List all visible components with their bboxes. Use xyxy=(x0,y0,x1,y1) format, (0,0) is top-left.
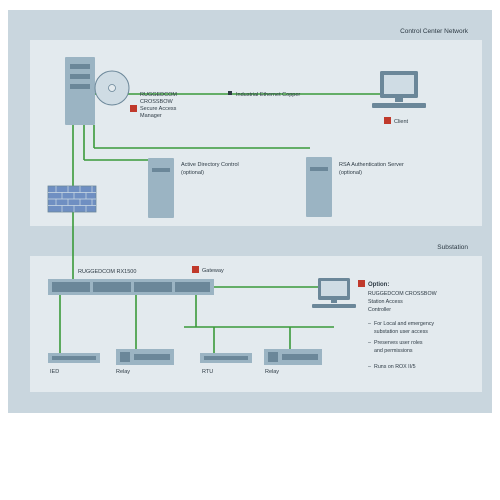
rx1500-switch xyxy=(48,279,214,295)
switch-module xyxy=(52,282,90,292)
bullet-dash: – xyxy=(368,364,371,370)
option-title: Option: xyxy=(368,282,389,288)
relay-device-1 xyxy=(116,349,174,365)
bullet-dash: – xyxy=(368,340,371,346)
substation-title: Substation xyxy=(437,244,468,251)
server-detail xyxy=(70,84,90,89)
gateway-label: Gateway xyxy=(202,268,224,274)
ad-server-bay xyxy=(152,168,170,172)
bullet-line: For Local and emergency xyxy=(374,321,434,327)
relay-ports xyxy=(282,354,318,360)
switch-module xyxy=(134,282,172,292)
relay-window xyxy=(268,352,278,362)
server-label-line: Secure Access xyxy=(140,106,177,112)
client-computer xyxy=(372,71,426,108)
client-keyboard xyxy=(372,103,426,108)
option-line: Controller xyxy=(368,307,391,313)
bullet-dash: – xyxy=(368,321,371,327)
ad-label-line: (optional) xyxy=(181,170,204,176)
person-badge-icon xyxy=(192,266,199,273)
ad-label-line: Active Directory Control xyxy=(181,162,239,168)
server-label: RUGGEDCOM CROSSBOW Secure Access Manager xyxy=(130,92,177,119)
substation-panel xyxy=(30,256,482,392)
server-detail xyxy=(70,64,90,69)
option-line: Station Access xyxy=(368,299,403,305)
relay-ports xyxy=(134,354,170,360)
connection-lines xyxy=(59,93,380,353)
client-label: Client xyxy=(394,119,409,125)
station-keyboard xyxy=(312,304,356,308)
bullet-line: Preserves user roles xyxy=(374,340,423,346)
switch-module xyxy=(175,282,210,292)
server-label-line: CROSSBOW xyxy=(140,99,174,105)
client-stand xyxy=(395,98,403,102)
ied-ports xyxy=(52,356,96,360)
ethernet-label: Industrial Ethernet Copper xyxy=(236,92,300,98)
station-computer xyxy=(312,278,356,308)
crossbow-server xyxy=(65,57,130,125)
device-label-ied: IED xyxy=(50,369,59,375)
person-badge-icon xyxy=(384,117,391,124)
bullet-line: and permissions xyxy=(374,348,413,354)
rtu-device xyxy=(200,353,252,363)
server-label-line: Manager xyxy=(140,113,162,119)
option-line: RUGGEDCOM CROSSBOW xyxy=(368,291,437,297)
device-label-relay: Relay xyxy=(265,369,279,375)
ied-device xyxy=(48,353,100,363)
server-label-line: RUGGEDCOM xyxy=(140,92,177,98)
rsa-label-line: RSA Authentication Server xyxy=(339,162,404,168)
station-stand xyxy=(331,300,337,303)
firewall-icon xyxy=(47,185,97,213)
relay-window xyxy=(120,352,130,362)
switch-module xyxy=(93,282,131,292)
rsa-server-tower xyxy=(306,157,332,217)
ethernet-marker-icon xyxy=(228,91,232,95)
station-screen xyxy=(321,281,347,296)
bullet-line: Runs on ROX II/5 xyxy=(374,364,416,370)
person-badge-icon xyxy=(358,280,365,287)
ad-server-tower xyxy=(148,158,174,218)
cd-disc-hole xyxy=(108,84,116,92)
server-detail xyxy=(70,74,90,79)
bullet-line: substation user access xyxy=(374,329,428,335)
rsa-server xyxy=(306,157,332,217)
client-screen xyxy=(384,75,414,94)
device-label-rtu: RTU xyxy=(202,369,213,375)
control-center-panel xyxy=(30,40,482,226)
rsa-label-line: (optional) xyxy=(339,170,362,176)
rsa-server-bay xyxy=(310,167,328,171)
device-label-relay: Relay xyxy=(116,369,130,375)
control-center-title: Control Center Network xyxy=(400,28,469,35)
relay-device-2 xyxy=(264,349,322,365)
rtu-ports xyxy=(204,356,248,360)
switch-label: RUGGEDCOM RX1500 xyxy=(78,269,136,275)
person-badge-icon xyxy=(130,105,137,112)
ad-server xyxy=(148,158,174,218)
